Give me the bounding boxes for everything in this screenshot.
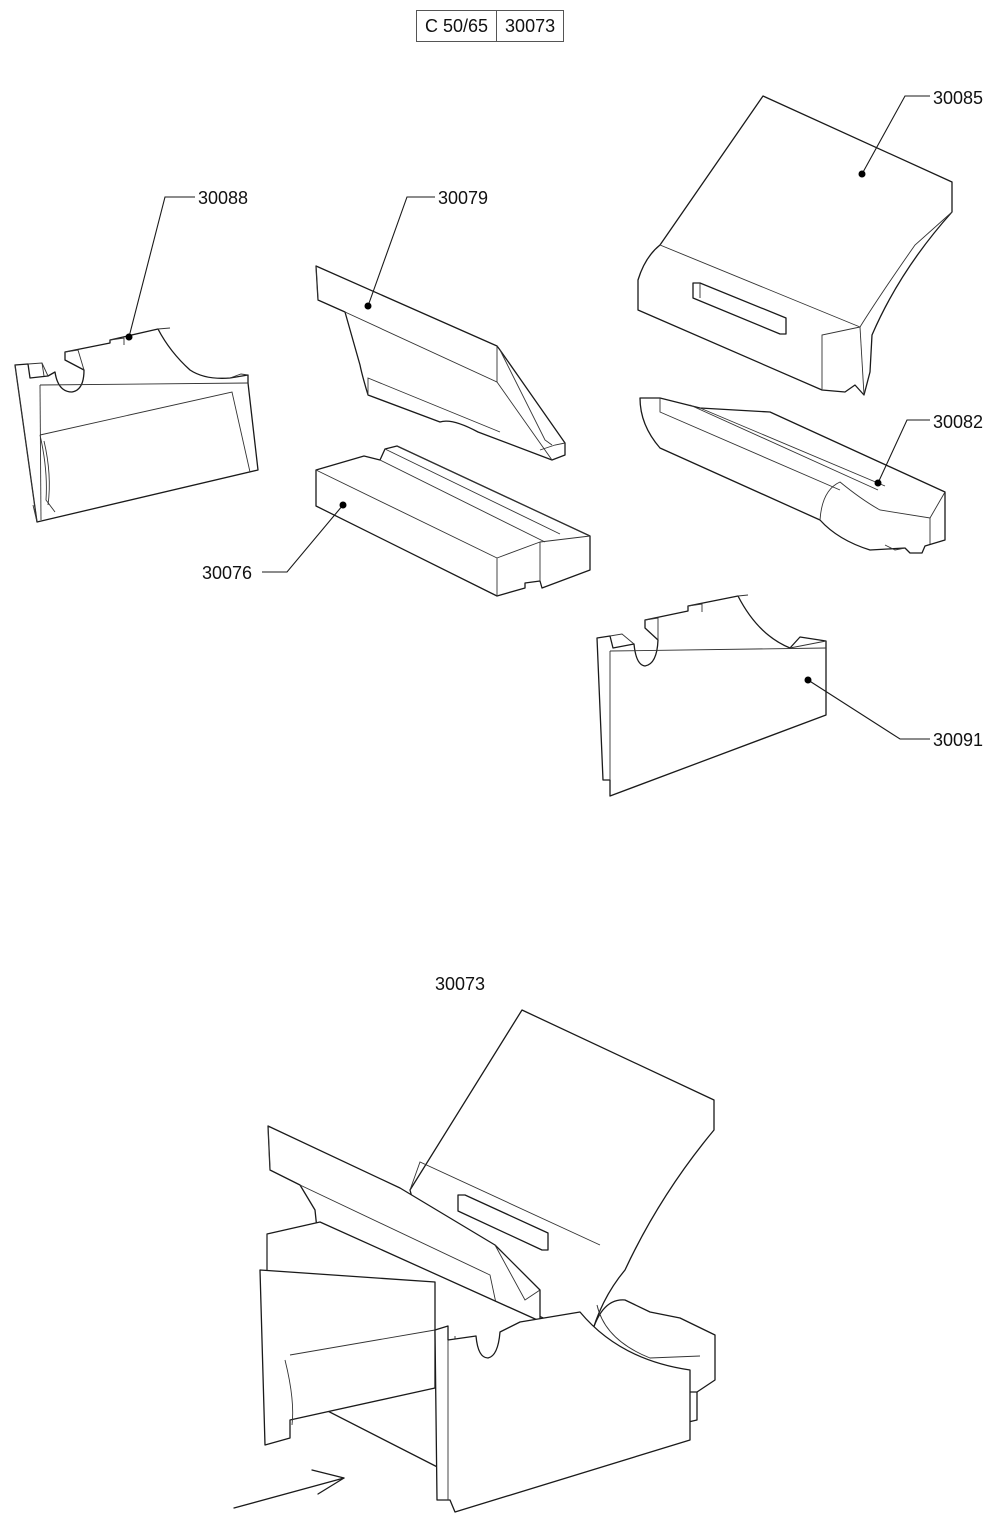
label-30085: 30085 — [933, 88, 983, 108]
part-30085 — [637, 95, 953, 396]
label-30079: 30079 — [438, 188, 488, 208]
leader-dot-30088 — [125, 333, 133, 341]
assembly-label: 30073 — [435, 974, 485, 994]
leader-30085 — [861, 95, 930, 175]
leader-30076 — [262, 504, 344, 573]
model-cell: C 50/65 — [425, 16, 489, 36]
leader-dot-30082 — [874, 479, 882, 487]
direction-arrow — [233, 1469, 345, 1509]
label-30082: 30082 — [933, 412, 983, 432]
leader-30088 — [128, 196, 195, 338]
leader-dot-30085 — [858, 170, 866, 178]
part-30091 — [596, 594, 827, 797]
part-30082 — [639, 397, 946, 554]
part-30088 — [14, 327, 259, 523]
leader-dot-30079 — [364, 302, 372, 310]
part-number-cell: 30073 — [496, 11, 563, 41]
label-30091: 30091 — [933, 730, 983, 750]
leader-dot-30076 — [339, 501, 347, 509]
assembly-30073 — [259, 1009, 716, 1513]
leader-30091 — [807, 679, 930, 740]
label-30088: 30088 — [198, 188, 248, 208]
label-30076: 30076 — [202, 563, 252, 583]
leader-dot-30091 — [804, 676, 812, 684]
leader-30079 — [367, 196, 435, 307]
title-block: C 50/65 30073 — [416, 10, 565, 42]
leader-30082 — [877, 419, 930, 484]
part-30079 — [315, 265, 566, 461]
part-30076 — [315, 445, 591, 597]
